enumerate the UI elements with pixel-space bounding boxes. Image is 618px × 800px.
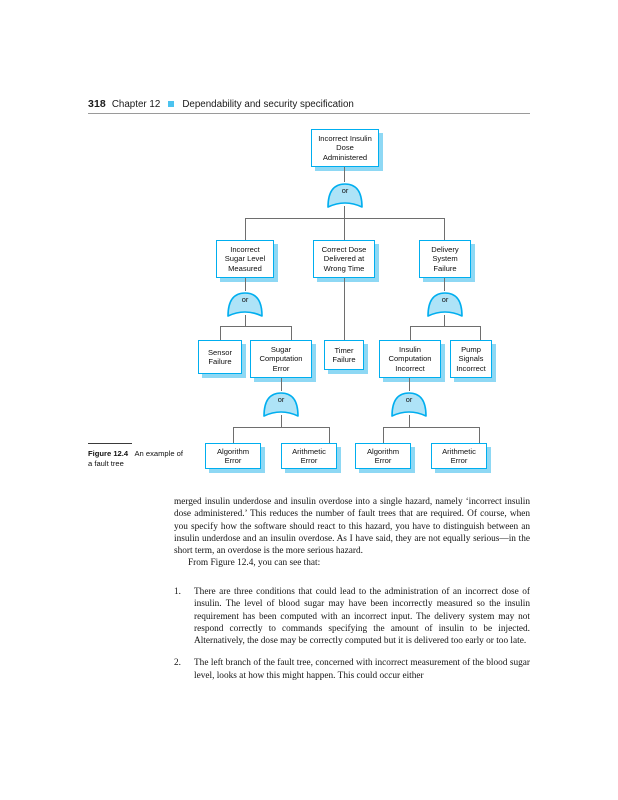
node-root: Incorrect Insulin Dose Administered xyxy=(311,129,379,167)
connector-gate5-alg xyxy=(383,427,384,443)
list-item: 1. There are three conditions that could… xyxy=(174,586,530,647)
node-incorrect-sugar-level-measured: Incorrect Sugar Level Measured xyxy=(216,240,274,278)
node-insulin-computation-incorrect: Insulin Computation Incorrect xyxy=(379,340,441,378)
connector-gate2-bus xyxy=(245,315,246,327)
fault-tree-figure: Incorrect Insulin Dose Administered or I… xyxy=(198,129,492,469)
figure-caption-label: Figure 12.4 xyxy=(88,449,129,458)
connector-gate1-bus xyxy=(344,206,345,219)
connector-gate2-sugarcomp xyxy=(291,326,292,340)
figure-caption: Figure 12.4 An example of a fault tree xyxy=(88,443,184,469)
or-gate-sugar: or xyxy=(226,291,264,317)
square-bullet-icon xyxy=(168,101,175,107)
list-item: 2. The left branch of the fault tree, co… xyxy=(174,657,530,682)
connector-gate3-bus xyxy=(444,315,445,327)
connector-bus-mid xyxy=(344,218,345,240)
node-pump-signals-incorrect: Pump Signals Incorrect xyxy=(450,340,492,378)
node-algorithm-error-left: Algorithm Error xyxy=(205,443,261,469)
connector-bus-left xyxy=(245,218,246,240)
connector-gate2-sensor xyxy=(220,326,221,340)
connector-sugarcomp-gate4 xyxy=(281,378,282,391)
chapter-label: Chapter 12 xyxy=(111,98,161,110)
connector-l2left-gate2 xyxy=(245,278,246,291)
numbered-list: 1. There are three conditions that could… xyxy=(174,586,530,692)
header-rule xyxy=(88,113,530,114)
connector-root-gate1 xyxy=(344,167,345,182)
node-correct-dose-wrong-time: Correct Dose Delivered at Wrong Time xyxy=(313,240,375,278)
paragraph-2: From Figure 12.4, you can see that: xyxy=(188,558,321,569)
connector-gate3-insulin xyxy=(410,326,411,340)
connector-bus-gate2 xyxy=(220,326,292,327)
connector-insulincomp-gate5 xyxy=(409,378,410,391)
or-gate-insulin-computation: or xyxy=(390,391,428,417)
connector-gate5-bus xyxy=(409,415,410,428)
connector-gate5-ari xyxy=(479,427,480,443)
page-number: 318 xyxy=(88,98,106,110)
node-delivery-system-failure: Delivery System Failure xyxy=(419,240,471,278)
list-item-text: The left branch of the fault tree, conce… xyxy=(194,658,530,681)
list-item-number: 1. xyxy=(174,587,181,597)
or-gate-delivery: or xyxy=(426,291,464,317)
connector-gate4-ari xyxy=(329,427,330,443)
node-sensor-failure: Sensor Failure xyxy=(198,340,242,374)
connector-gate4-bus xyxy=(281,415,282,428)
list-item-text: There are three conditions that could le… xyxy=(194,587,530,646)
connector-gate3-pump xyxy=(480,326,481,340)
connector-gate4-alg xyxy=(233,427,234,443)
connector-l2mid-timer xyxy=(344,278,345,340)
or-gate-sugar-computation: or xyxy=(262,391,300,417)
node-algorithm-error-right: Algorithm Error xyxy=(355,443,411,469)
connector-bus-right xyxy=(444,218,445,240)
body-text: merged insulin underdose and insulin ove… xyxy=(174,496,530,570)
figure-caption-text: An example of a fault tree xyxy=(88,449,183,468)
or-gate-root: or xyxy=(326,182,364,208)
chapter-title: Dependability and security specification xyxy=(182,98,354,110)
list-item-number: 2. xyxy=(174,658,181,669)
connector-l2right-gate3 xyxy=(444,278,445,291)
connector-bus-gate5 xyxy=(383,427,479,428)
node-sugar-computation-error: Sugar Computation Error xyxy=(250,340,312,378)
node-arithmetic-error-left: Arithmetic Error xyxy=(281,443,337,469)
caption-rule xyxy=(88,443,132,444)
running-head: 318 Chapter 12 Dependability and securit… xyxy=(88,98,530,110)
node-arithmetic-error-right: Arithmetic Error xyxy=(431,443,487,469)
node-timer-failure: Timer Failure xyxy=(324,340,364,370)
connector-bus-gate4 xyxy=(233,427,329,428)
connector-bus-gate3 xyxy=(410,326,480,327)
paragraph-1: merged insulin underdose and insulin ove… xyxy=(174,497,530,556)
